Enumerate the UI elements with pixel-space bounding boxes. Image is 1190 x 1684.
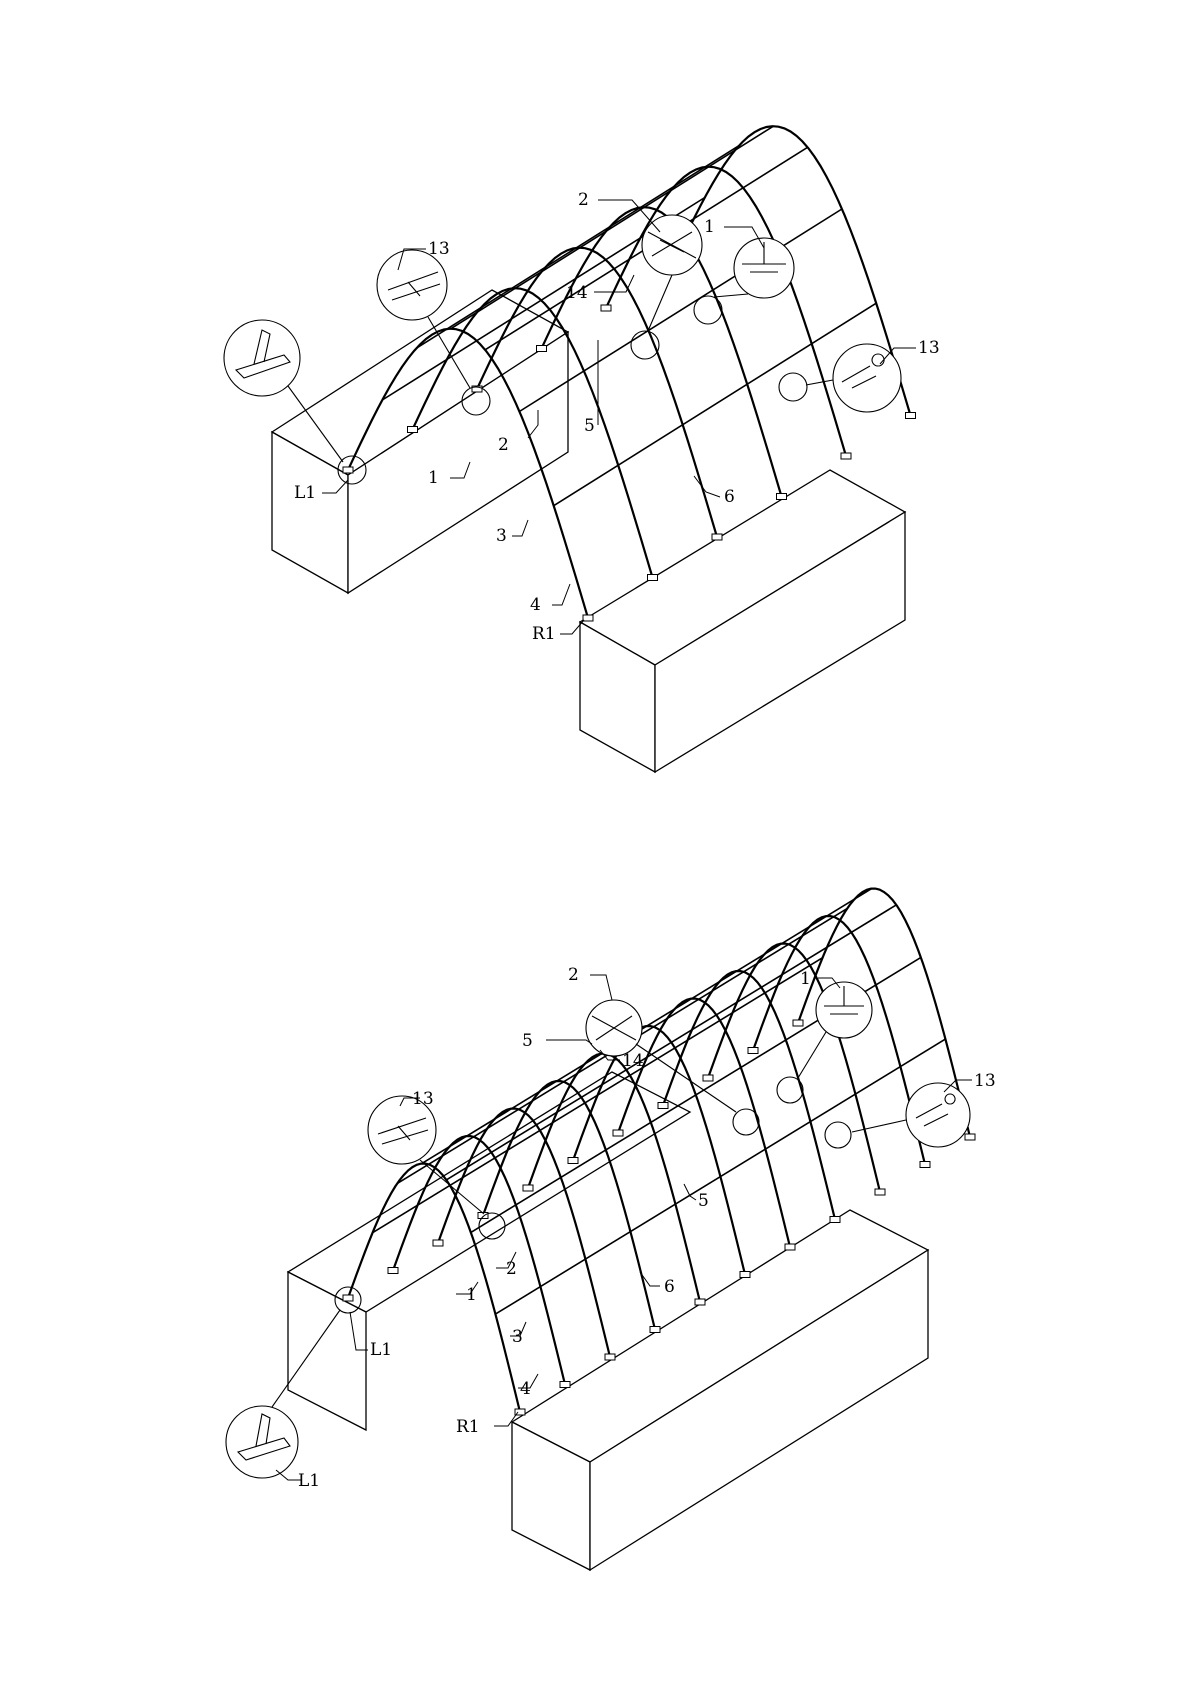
detail-circle-bolt-13b xyxy=(833,344,901,412)
callout-L1-frame: L1 xyxy=(370,1340,392,1360)
callout-R1: R1 xyxy=(532,624,556,644)
base-plate xyxy=(433,1240,443,1246)
base-plate xyxy=(965,1134,975,1140)
callout-5-detail: 5 xyxy=(522,1031,533,1051)
base-plate xyxy=(777,494,787,500)
base-plate xyxy=(388,1268,398,1274)
callout-L1-detail: L1 xyxy=(298,1471,320,1491)
callout-R1: R1 xyxy=(456,1417,480,1437)
left-block xyxy=(272,290,568,593)
right-block xyxy=(580,470,905,772)
detail-circle-bolt-13b xyxy=(906,1083,970,1147)
callout-2: 2 xyxy=(568,965,579,985)
base-plate xyxy=(841,453,851,459)
callout-1: 1 xyxy=(800,969,811,989)
base-plate xyxy=(785,1244,795,1250)
purlin xyxy=(373,958,823,1233)
callout-5-frame: 5 xyxy=(698,1191,709,1211)
callout-1-frame: 1 xyxy=(466,1285,477,1305)
base-plate xyxy=(583,615,593,621)
figure-top: 2 1 14 13 13 5 2 1 6 3 4 R1 L1 xyxy=(224,126,940,772)
base-plate xyxy=(568,1158,578,1164)
base-plate xyxy=(343,1295,353,1301)
base-plate xyxy=(658,1103,668,1109)
callout-2: 2 xyxy=(578,190,589,210)
callout-6: 6 xyxy=(664,1277,675,1297)
callout-14: 14 xyxy=(622,1051,644,1071)
base-plate xyxy=(605,1354,615,1360)
callout-4: 4 xyxy=(530,595,541,615)
callout-2-frame: 2 xyxy=(498,435,509,455)
callout-6: 6 xyxy=(724,487,735,507)
callout-13-right: 13 xyxy=(918,338,940,358)
base-plate xyxy=(695,1299,705,1305)
right-block xyxy=(512,1210,928,1570)
callout-1-frame: 1 xyxy=(428,468,439,488)
base-plate xyxy=(613,1130,623,1136)
callout-1: 1 xyxy=(704,217,715,237)
base-plate xyxy=(523,1185,533,1191)
base-plate xyxy=(906,413,916,419)
callout-13-right: 13 xyxy=(974,1071,996,1091)
purlin xyxy=(446,905,896,1180)
base-plate xyxy=(748,1048,758,1054)
base-plate xyxy=(537,346,547,352)
callout-13-left: 13 xyxy=(428,239,450,259)
base-plate xyxy=(712,534,722,540)
callout-3: 3 xyxy=(496,526,507,546)
base-plate xyxy=(793,1020,803,1026)
callout-4: 4 xyxy=(520,1379,531,1399)
base-plate xyxy=(650,1327,660,1333)
callout-5: 5 xyxy=(584,416,595,436)
callout-2-frame: 2 xyxy=(506,1259,517,1279)
base-plate xyxy=(875,1189,885,1195)
callout-13-left: 13 xyxy=(412,1089,434,1109)
base-plate xyxy=(560,1382,570,1388)
callout-14: 14 xyxy=(566,283,588,303)
figure-bottom: 2 1 5 14 13 13 5 2 1 6 3 4 R1 L1 L1 xyxy=(226,889,996,1570)
base-plate xyxy=(830,1217,840,1223)
base-plate xyxy=(648,575,658,581)
base-plate xyxy=(343,467,353,473)
callout-3: 3 xyxy=(512,1327,523,1347)
base-plate xyxy=(703,1075,713,1081)
base-plate xyxy=(740,1272,750,1278)
arch-rib xyxy=(606,167,846,456)
base-plate xyxy=(408,427,418,433)
callout-L1: L1 xyxy=(294,483,316,503)
base-plate xyxy=(601,305,611,311)
base-plate xyxy=(920,1162,930,1168)
